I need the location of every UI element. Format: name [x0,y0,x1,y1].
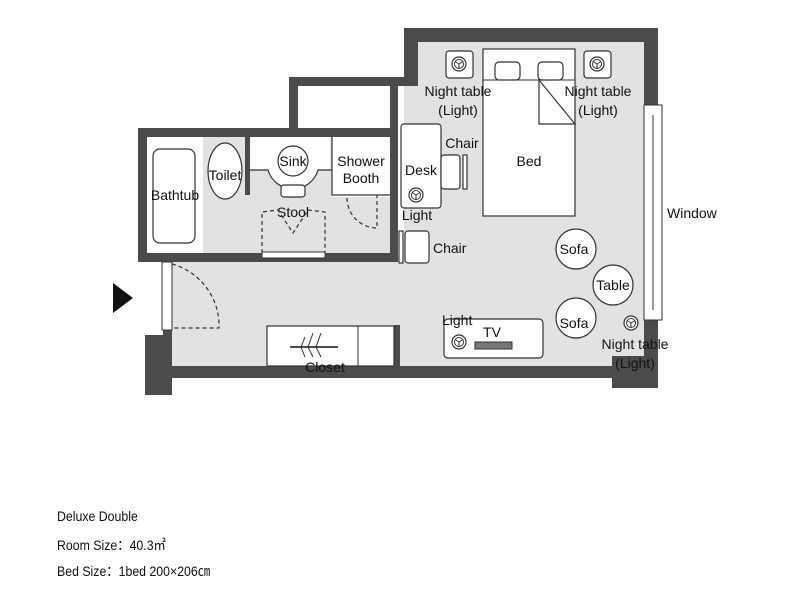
sink-label: Sink [279,153,307,169]
sofa-label: Sofa [560,315,589,331]
booth-label: Booth [343,170,380,186]
light-label: (Light) [615,355,655,371]
sofa-label: Sofa [560,241,589,257]
closet-label: Closet [305,359,345,375]
stool [280,184,306,198]
toilet [207,142,243,200]
light-label: (Light) [578,102,618,118]
lamp-icon [451,56,467,72]
chair [440,154,461,190]
coffee-table [592,264,634,306]
room-size: Room Size：40.3㎡ [57,537,166,553]
shower-label: Shower [337,153,385,169]
night-table-label: Night table [425,83,492,99]
tv-label: TV [483,324,502,340]
chair-label: Chair [433,240,467,256]
tv [474,341,513,350]
window-label: Window [667,205,718,221]
sink [277,145,309,177]
night-table-label: Night table [602,336,669,352]
desk-label: Desk [405,162,438,178]
bed-label: Bed [517,153,542,169]
sofa [555,297,597,339]
outside-space [298,86,390,128]
table-label: Table [596,277,630,293]
tv-stand [443,318,544,359]
room-type: Deluxe Double [57,508,138,524]
bathtub-label: Bathtub [151,187,199,203]
lamp-icon [589,56,605,72]
light-label: (Light) [438,102,478,118]
tv-light-label: Light [442,312,472,328]
lamp-icon [451,334,467,350]
entrance-door[interactable] [161,261,173,331]
sofa [555,228,597,270]
night-table-label: Night table [565,83,632,99]
lamp-icon [623,315,639,331]
bathroom-door[interactable] [261,251,326,259]
stool-label: Stool [277,204,309,220]
chair-label: Chair [445,135,479,151]
chair [404,230,430,264]
toilet-label: Toilet [209,167,242,183]
bed-size: Bed Size：1bed 200×206㎝ [57,563,211,579]
entrance-arrow-icon [113,283,133,313]
closet [266,325,395,367]
desk-light-label: Light [402,207,432,223]
lamp-icon [408,187,424,203]
bathtub [152,148,196,244]
